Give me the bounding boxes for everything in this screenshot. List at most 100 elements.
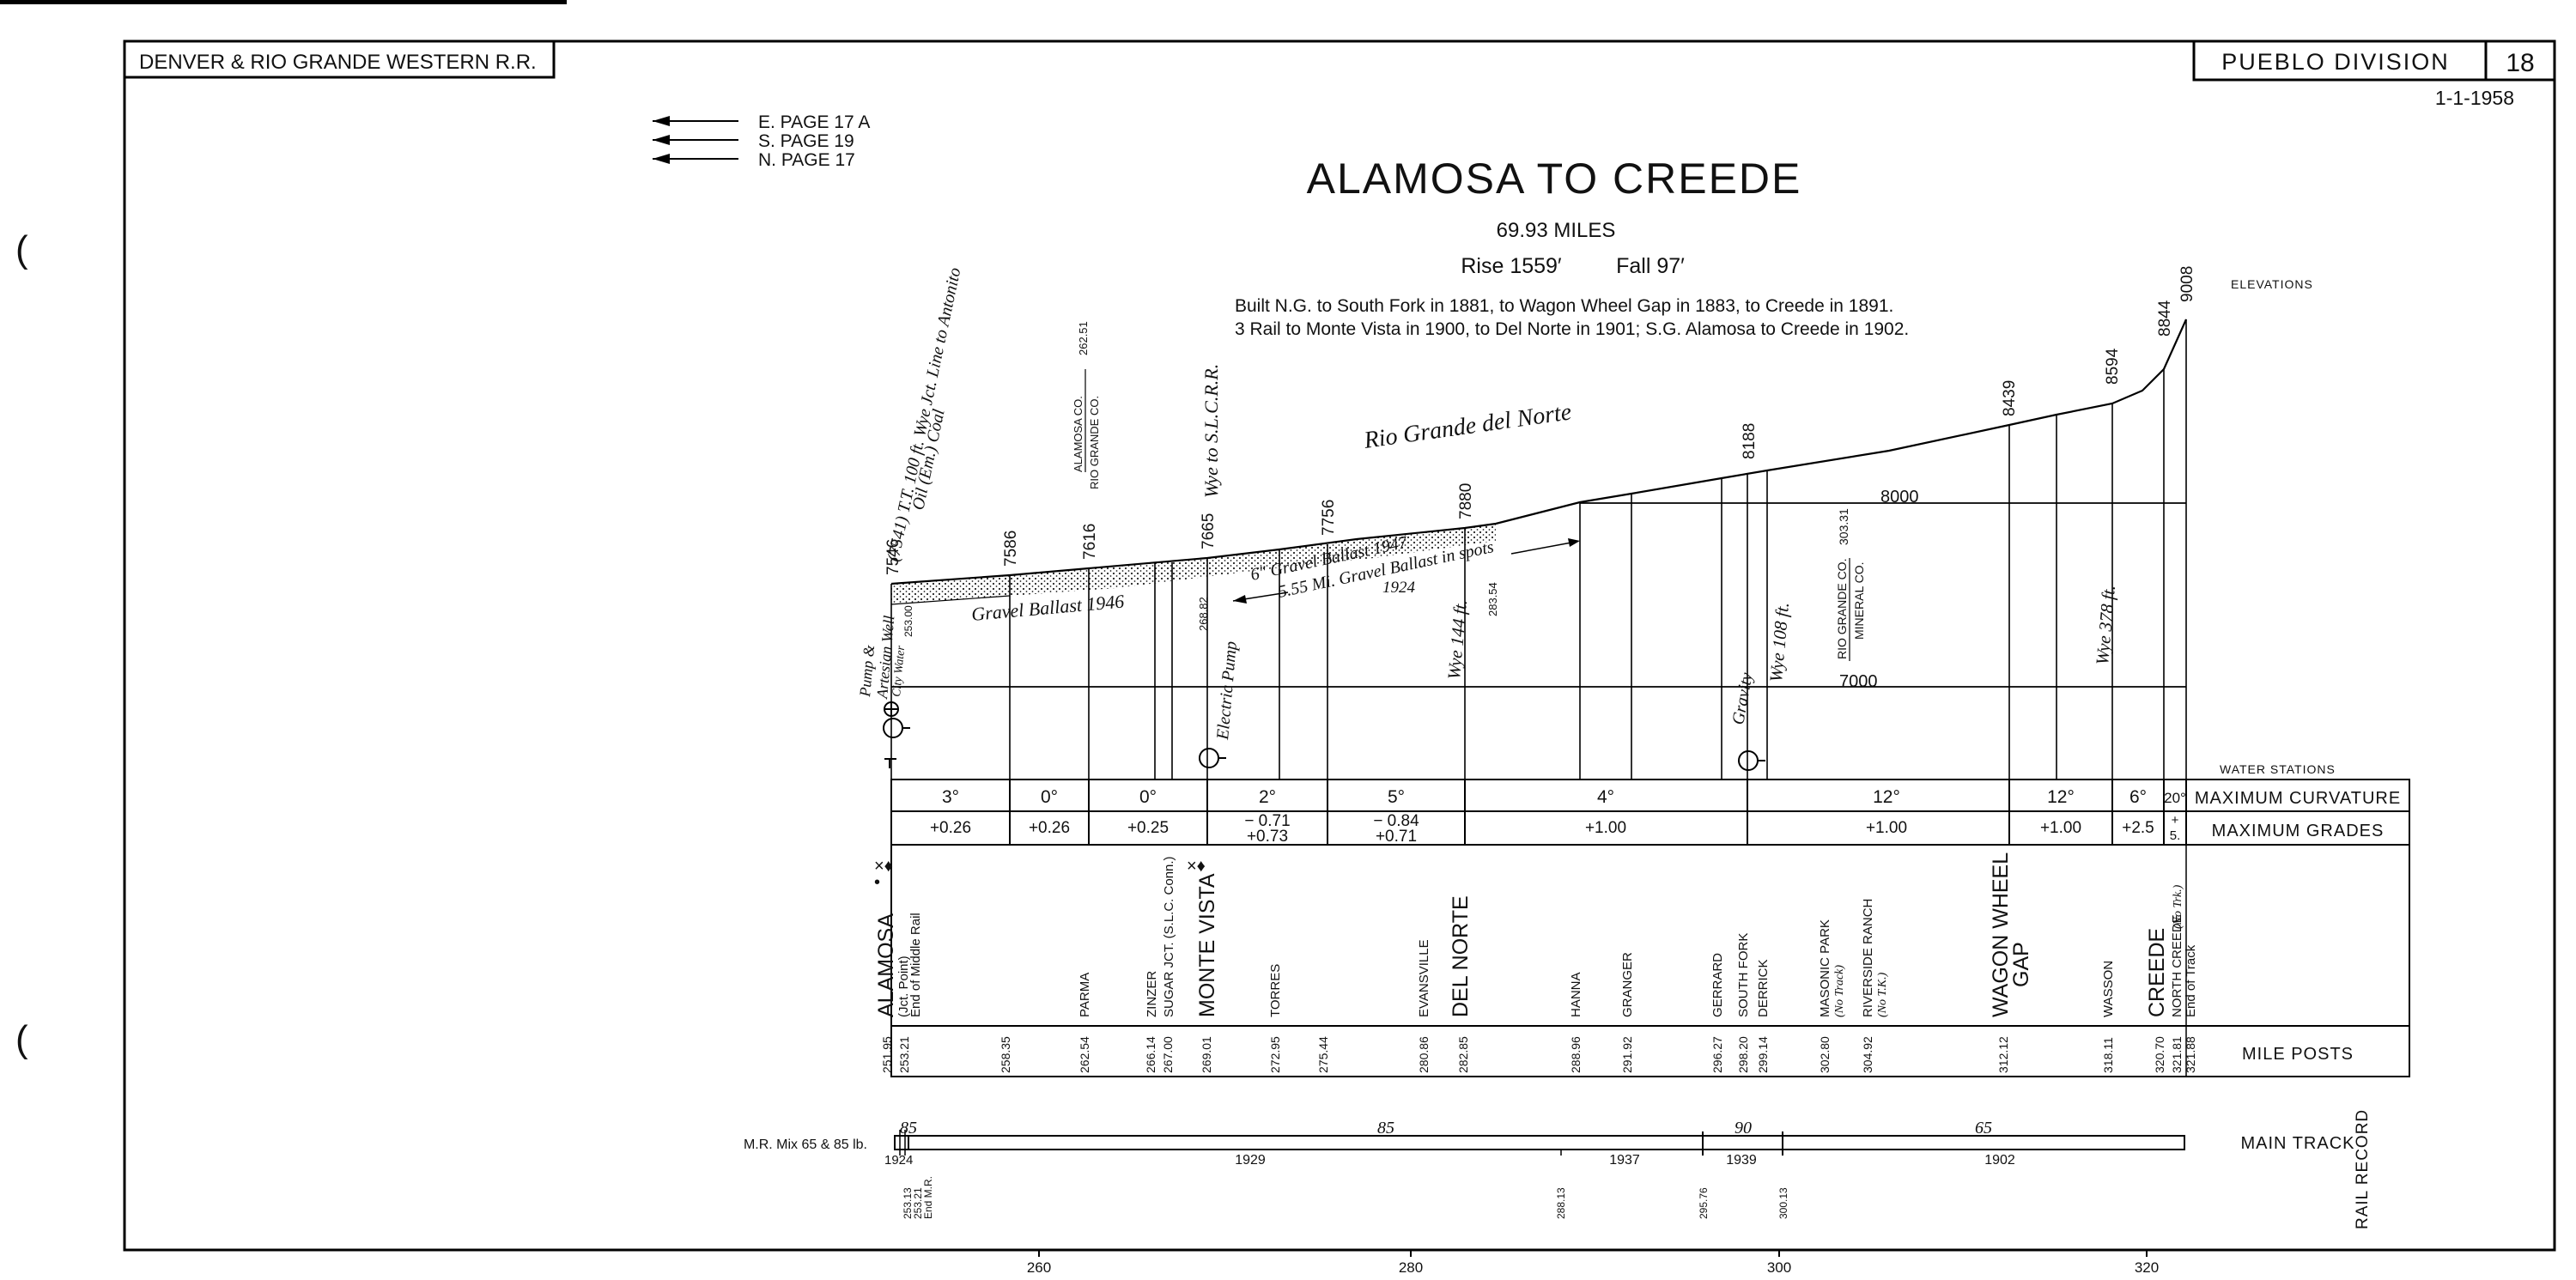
rail-mark-2: 253.21: [912, 1187, 924, 1219]
year-2: 1929: [1235, 1153, 1266, 1168]
curv-10: 20°: [2164, 790, 2186, 806]
mp-22: 321.81: [2170, 1036, 2184, 1073]
elev-monte-vista: 7665: [1200, 513, 1218, 549]
division-box: [2192, 39, 2556, 82]
total-miles: 69.93 MILES: [1497, 219, 1616, 242]
elev-wagon-wheel-gap: 8439: [2001, 380, 2019, 416]
mp-4: 262.54: [1078, 1036, 1091, 1073]
railroad-name: DENVER & RIO GRANDE WESTERN R.R.: [139, 51, 537, 74]
station-names: ALAMOSA (Jct. Point) End of Middle Rail …: [874, 852, 2198, 1017]
elev-north-creede: 9008: [2178, 266, 2196, 302]
contour-8000-label: 8000: [1880, 488, 1919, 507]
rail-record-label: RAIL RECORD: [2354, 1109, 2372, 1229]
station-alamosa-note: (Jct. Point): [896, 955, 911, 1017]
station-riverside-ranch-note: (No T.K.): [1876, 972, 1889, 1017]
water-stations-label: WATER STATIONS: [2220, 762, 2336, 776]
rail-mark-4: 288.13: [1555, 1187, 1567, 1219]
curv-7: 12°: [1873, 787, 1900, 807]
mile-posts-label: MILE POSTS: [2242, 1045, 2354, 1064]
main-track-label: MAIN TRACK: [2241, 1134, 2355, 1153]
mp-17: 302.80: [1818, 1036, 1832, 1073]
grade-3: +0.25: [1127, 819, 1169, 837]
scan-top-bar: [0, 0, 567, 4]
grade-2: +0.26: [1029, 819, 1070, 837]
elev-wasson: 8594: [2104, 348, 2122, 385]
mp-10: 280.86: [1417, 1036, 1431, 1073]
grade-10b: 5.: [2170, 828, 2181, 843]
weight-2: 85: [1377, 1119, 1394, 1137]
curvature-values: 3° 0° 0° 2° 5° 4° 12° 12° 6° 20°: [942, 787, 2186, 807]
curv-2: 0°: [1041, 787, 1058, 807]
rail-mark-1: 253.13: [902, 1187, 914, 1219]
curv-4: 2°: [1259, 787, 1276, 807]
rail-mark-3: End M.R.: [922, 1176, 934, 1219]
curv-6: 4°: [1597, 787, 1614, 807]
grade-5a: − 0.84: [1373, 812, 1419, 830]
fall-total: Fall 97′: [1616, 254, 1685, 278]
station-parma: PARMA: [1078, 973, 1092, 1017]
county-mineral: MINERAL CO.: [1852, 562, 1866, 640]
station-masonic-park: MASONIC PARK: [1818, 919, 1832, 1017]
elev-torres: 7756: [1320, 500, 1338, 536]
weight-4: 65: [1975, 1119, 1992, 1137]
scale-300: 300: [1767, 1259, 1791, 1276]
mp-283-54-note: 283.54: [1486, 582, 1499, 616]
curv-3: 0°: [1139, 787, 1157, 807]
elev-del-norte: 7880: [1457, 483, 1475, 519]
mp-5: 266.14: [1144, 1036, 1157, 1073]
milepost-values: 251.95 253.21 258.35 262.54 266.14 267.0…: [880, 1036, 2197, 1073]
alamosa-pump-note-3: City Water: [890, 645, 908, 697]
water-stations: [883, 701, 1765, 771]
rail-record: M.R. Mix 65 & 85 lb. 85 85 90 65 1924 19…: [744, 1109, 2372, 1229]
mp-7: 269.01: [1200, 1036, 1213, 1073]
rail-mark-5: 295.76: [1698, 1187, 1710, 1219]
mp-19: 312.12: [1996, 1036, 2010, 1073]
station-sugar-jct: SUGAR JCT. (S.L.C. Conn.): [1162, 856, 1176, 1017]
scale-320: 320: [2135, 1259, 2159, 1276]
mp-6: 267.00: [1161, 1036, 1175, 1073]
wye-144-note: Wye 144 ft.: [1443, 599, 1471, 681]
county-line-mp-1: 262.51: [1077, 321, 1090, 355]
ref-east: E. PAGE 17 A: [758, 112, 870, 132]
county-rio-grande: RIO GRANDE CO.: [1088, 396, 1101, 489]
mp-9: 275.44: [1316, 1036, 1330, 1073]
mp-3: 258.35: [999, 1036, 1012, 1073]
station-north-creede: NORTH CREEDE: [2170, 914, 2184, 1017]
profile-verticals: [890, 319, 2187, 780]
station-derrick: DERRICK: [1756, 959, 1771, 1017]
page-number: 18: [2506, 49, 2534, 77]
binding-mark-1: (: [15, 228, 28, 270]
mp-20: 318.11: [2101, 1037, 2115, 1073]
year-5: 1902: [1984, 1153, 2015, 1168]
monte-vista-symbol: ×♦: [1187, 857, 1206, 876]
county-alamosa: ALAMOSA CO.: [1072, 396, 1084, 472]
binding-mark-2: (: [15, 1018, 28, 1060]
wye-108-note: Wye 108 ft.: [1765, 602, 1793, 683]
contour-7000-label: 7000: [1839, 672, 1878, 691]
station-zinzer: ZINZER: [1145, 971, 1159, 1017]
electric-pump-note: Electric Pump: [1213, 640, 1241, 741]
station-granger: GRANGER: [1620, 952, 1635, 1017]
station-alamosa-note-2: End of Middle Rail: [908, 913, 923, 1017]
sheet-border: [123, 39, 2556, 1252]
mp-1: 251.95: [880, 1036, 894, 1073]
curv-1: 3°: [942, 787, 959, 807]
elev-2: 7586: [1002, 531, 1020, 567]
grade-8: +1.00: [2040, 819, 2081, 837]
grade-6: +1.00: [1585, 819, 1626, 837]
water-station-alamosa-2-icon: [883, 718, 903, 738]
alamosa-symbol: ×♦: [874, 857, 893, 876]
grade-10a: +: [2172, 813, 2179, 828]
ref-north: N. PAGE 17: [758, 150, 855, 170]
railroad-box: [123, 39, 556, 79]
alamosa-note-wye: (7541) T.T. 100 ft. Wye Jct. Line to Ant…: [884, 266, 964, 563]
mp-2: 253.21: [897, 1036, 911, 1073]
station-wagon-wheel-gap: GAP: [2009, 942, 2033, 987]
ref-south: S. PAGE 19: [758, 131, 854, 151]
elevation-labels: 7546 7586 7616 7665 7756 7880 8188 8439 …: [884, 266, 2196, 575]
mp-11: 282.85: [1456, 1036, 1470, 1073]
stations-block: [890, 844, 2410, 1077]
grade-7: +1.00: [1866, 819, 1907, 837]
station-hanna: HANNA: [1569, 972, 1583, 1017]
